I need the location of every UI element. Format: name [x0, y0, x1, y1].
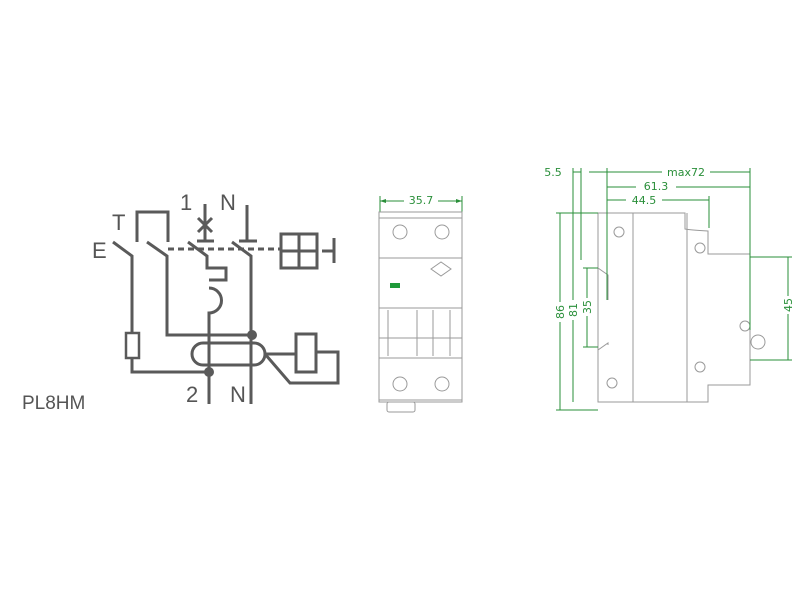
dim-width: 35.7 [409, 194, 434, 207]
label-neutral-top: N [220, 190, 236, 215]
dim-offset: 5.5 [544, 166, 562, 179]
dim-height-86: 86 [554, 305, 567, 319]
label-neutral-bottom: N [230, 382, 246, 407]
dim-rail-35: 35 [581, 300, 594, 314]
label-earth: E [92, 238, 107, 263]
dim-max-depth: max72 [667, 166, 705, 179]
label-pole-2: 2 [186, 382, 198, 407]
dim-depth-61: 61.3 [644, 180, 669, 193]
wiring-schematic: 1 N T E 2 N [92, 190, 340, 407]
side-view: 5.5 max72 61.3 44.5 86 81 35 45 [544, 164, 795, 411]
front-view: 35.7 [378, 193, 463, 413]
dim-depth-44: 44.5 [632, 194, 657, 207]
model-label: PL8HM [22, 393, 86, 414]
status-indicator [390, 283, 400, 288]
dim-height-81: 81 [567, 303, 580, 317]
dim-height-45: 45 [782, 298, 795, 312]
label-pole-1: 1 [180, 190, 192, 215]
label-test: T [112, 210, 125, 235]
